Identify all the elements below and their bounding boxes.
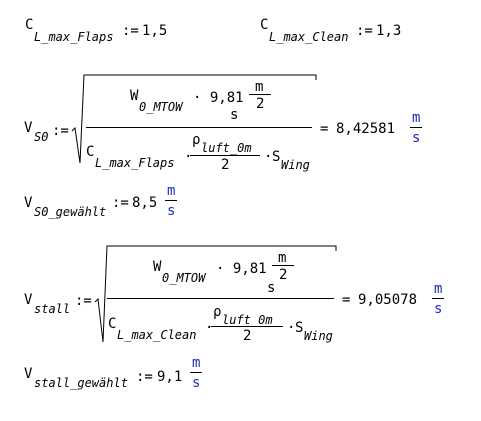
denominator-s-symbol: S (295, 320, 304, 336)
symbol: V (24, 120, 33, 136)
rho-subscript: luft_0m (201, 141, 252, 155)
assign-operator: := (52, 123, 69, 139)
denominator-s-symbol: S (272, 149, 281, 165)
numerator-unit-bar (249, 94, 271, 95)
unit-top: m (167, 183, 176, 199)
numerator-unit-den: 2 (279, 267, 288, 283)
denominator-c-subscript: L_max_Clean (117, 328, 197, 342)
value: 8,5 (132, 195, 158, 211)
value: 1,3 (376, 23, 402, 39)
rho-subscript: luft_0m (222, 313, 273, 327)
multiply-dot: · (287, 320, 296, 336)
value: 1,5 (142, 23, 168, 39)
rho-denominator: 2 (243, 328, 252, 344)
assign-operator: := (136, 369, 153, 385)
symbol: C (260, 17, 269, 33)
rho-fraction-bar (211, 326, 283, 327)
result-value: 8,42581 (336, 121, 396, 137)
rho-symbol: ρ (213, 304, 222, 320)
result-value: 9,05078 (358, 292, 418, 308)
result-unit-bottom: s (434, 301, 443, 317)
numerator-symbol: W (130, 88, 139, 104)
assign-operator: := (356, 23, 373, 39)
subscript: S0_gewählt (34, 205, 107, 219)
subscript: L_max_Flaps (34, 30, 114, 44)
unit-bar (190, 372, 202, 373)
unit-bar (165, 200, 177, 201)
value: 9,1 (157, 369, 183, 385)
multiply-dot: · (205, 320, 214, 336)
symbol: V (24, 292, 33, 308)
subscript: stall_gewählt (34, 376, 128, 390)
numerator-unit-top: m (278, 250, 287, 266)
result-unit-bar (432, 298, 444, 299)
result-unit-top: m (434, 281, 443, 297)
numerator-unit-bottom: s (230, 107, 239, 123)
equals-sign: = (342, 292, 351, 308)
symbol: V (24, 195, 33, 211)
assign-operator: := (122, 23, 139, 39)
fraction-bar (107, 298, 334, 299)
rho-symbol: ρ (192, 132, 201, 148)
numerator-factor: · 9,81 (216, 261, 267, 277)
numerator-factor: · 9,81 (193, 90, 244, 106)
equals-sign: = (320, 121, 329, 137)
result-unit-bottom: s (412, 130, 421, 146)
denominator-c-subscript: L_max_Flaps (95, 156, 175, 170)
rho-fraction-bar (190, 155, 260, 156)
unit-bottom: s (167, 203, 176, 219)
multiply-dot: · (264, 149, 273, 165)
result-unit-bar (410, 127, 422, 128)
assign-operator: := (112, 195, 129, 211)
unit-top: m (192, 355, 201, 371)
denominator-c-symbol: C (86, 144, 95, 160)
subscript: stall (34, 302, 71, 316)
numerator-subscript: 0_MTOW (162, 271, 206, 285)
subscript: S0 (34, 130, 49, 144)
unit-bottom: s (192, 375, 201, 391)
numerator-subscript: 0_MTOW (139, 100, 183, 114)
denominator-s-subscript: Wing (281, 158, 310, 172)
numerator-unit-bar (272, 265, 294, 266)
denominator-c-symbol: C (108, 316, 117, 332)
fraction-bar (86, 127, 312, 128)
subscript: L_max_Clean (269, 30, 349, 44)
multiply-dot: · (184, 149, 193, 165)
assign-operator: := (75, 293, 92, 309)
rho-denominator: 2 (221, 157, 230, 173)
result-unit-top: m (412, 110, 421, 126)
numerator-unit-top: m (255, 79, 264, 95)
numerator-unit-den: 2 (256, 96, 265, 112)
denominator-s-subscript: Wing (304, 329, 333, 343)
symbol: C (25, 17, 34, 33)
symbol: V (24, 366, 33, 382)
numerator-unit-bottom: s (267, 280, 276, 296)
numerator-symbol: W (153, 259, 162, 275)
